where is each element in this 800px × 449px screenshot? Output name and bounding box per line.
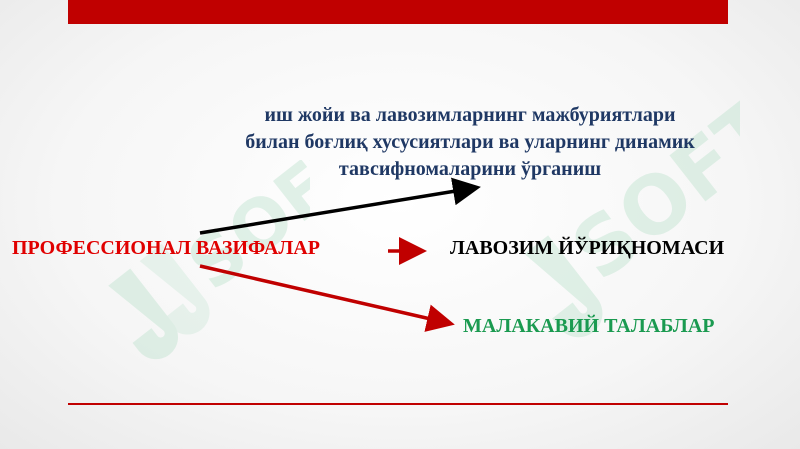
- bottom-target-label: МАЛАКАВИЙ ТАЛАБЛАР: [463, 315, 715, 337]
- top-accent-bar: [68, 0, 728, 24]
- top-target-text: иш жойи ва лавозимларнинг мажбуриятлари …: [245, 104, 695, 180]
- arrow-to-top-target: [199, 177, 481, 235]
- bottom-accent-line: [68, 403, 728, 405]
- source-label: ПРОФЕССИОНАЛ ВАЗИФАЛАР: [12, 237, 320, 259]
- middle-target-label: ЛАВОЗИМ ЙЎРИҚНОМАСИ: [450, 237, 725, 259]
- arrow-to-bottom-target: [199, 264, 455, 332]
